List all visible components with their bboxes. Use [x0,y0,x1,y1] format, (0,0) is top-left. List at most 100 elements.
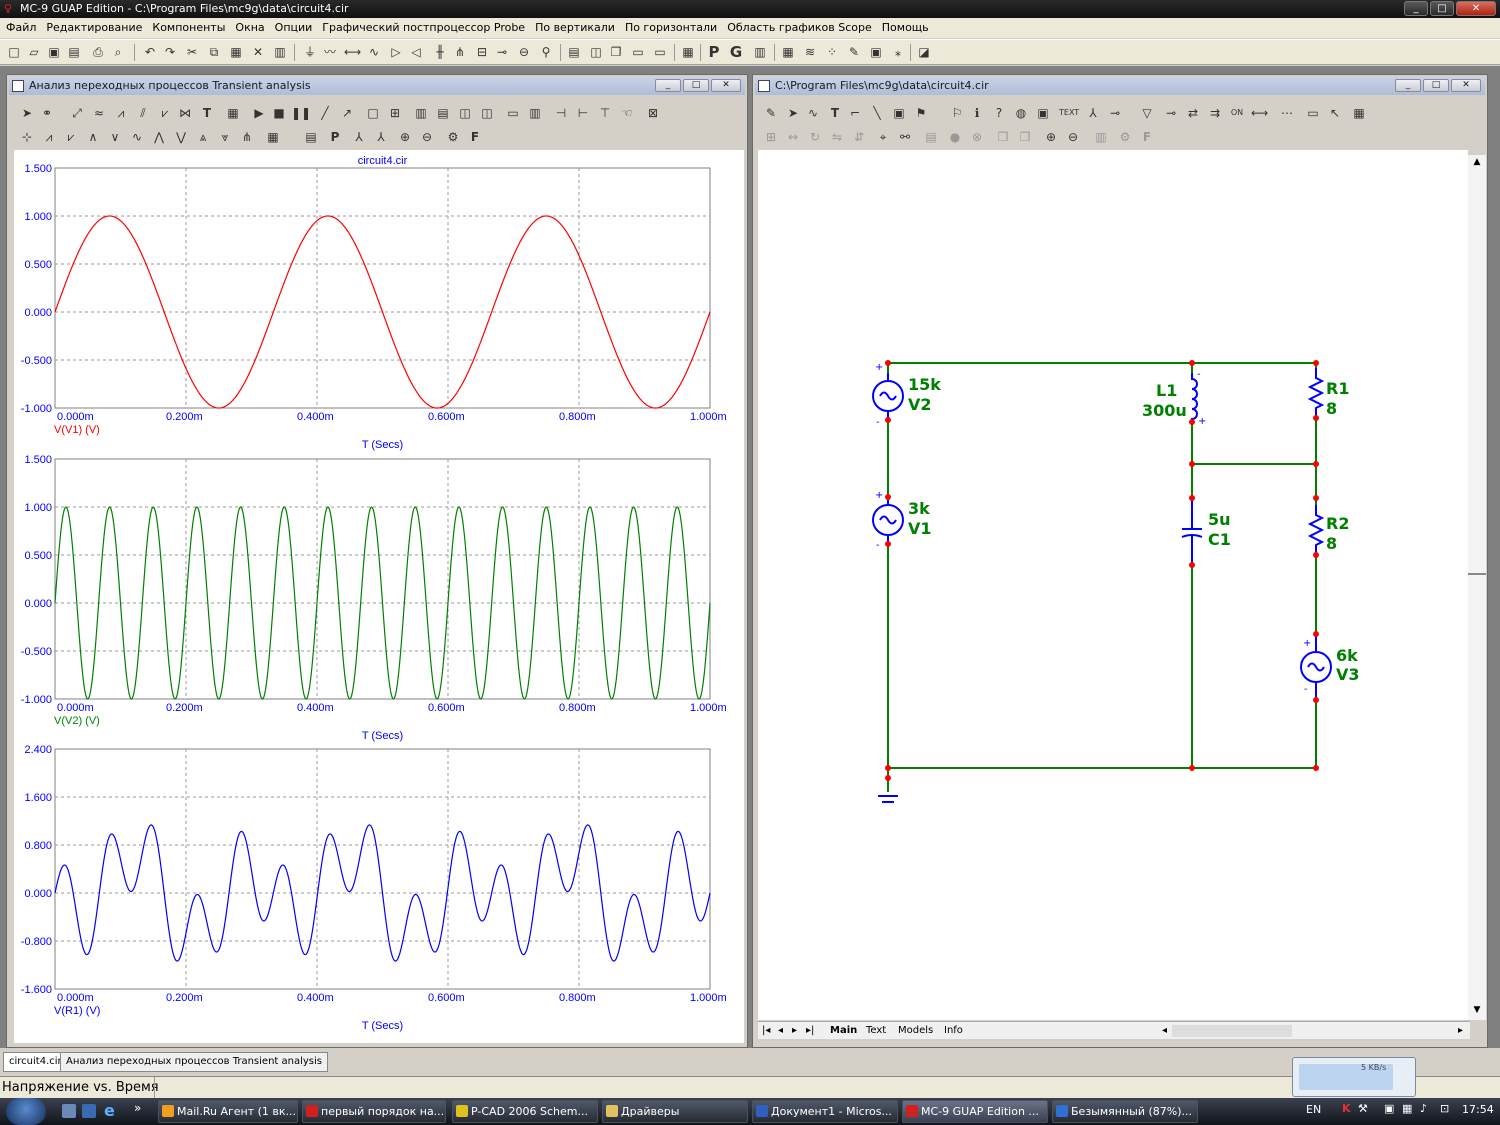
r1-resistor-symbol[interactable] [1307,368,1325,418]
global-low-icon[interactable]: ⋁ [176,130,186,144]
run-icon[interactable]: ▶ [254,106,264,120]
layout4-icon[interactable]: ◫ [481,106,493,120]
cursor-icon[interactable]: ⋈ [179,106,191,120]
move-icon[interactable]: ↔ [787,130,799,144]
window-mode-icon[interactable]: ▣ [1037,106,1049,120]
window2-icon[interactable]: ▭ [654,45,666,59]
paste2-icon[interactable]: ❐ [1019,130,1031,144]
g-icon[interactable]: G [729,43,743,61]
copy-icon[interactable]: ⧉ [209,45,219,59]
high-icon[interactable]: ∧ [88,130,98,144]
save-all-icon[interactable]: ▤ [68,45,80,59]
curve-icon[interactable]: ≈ [93,106,105,120]
l1-name-label[interactable]: L1 [1156,381,1177,400]
pen-icon[interactable]: ✎ [848,45,860,59]
binoculars-icon[interactable]: ⚯ [899,130,911,144]
menu-probe[interactable]: Графический постпроцессор Probe [322,21,526,34]
wire-mode-icon[interactable]: ∿ [807,106,819,120]
print2-icon[interactable]: ▥ [1095,130,1107,144]
probe-icon[interactable]: ⚲ [541,45,551,59]
node-icon[interactable]: ⅄ [1089,106,1097,120]
tray-tool-icon[interactable]: ⚒ [1358,1102,1368,1115]
waveform-icon[interactable]: ≋ [804,45,816,59]
cursor-mode-icon[interactable]: ⋔ [241,130,253,144]
p2-icon[interactable]: P [330,130,340,144]
tokens-icon[interactable]: ▥ [529,106,541,120]
properties2-icon[interactable]: ▦ [1353,106,1365,120]
c1-value-label[interactable]: 5u [1208,510,1231,529]
menu-components[interactable]: Компоненты [152,21,226,34]
cursor-left-icon[interactable]: ⊣ [555,106,567,120]
switch-icon[interactable]: ⊸ [496,45,508,59]
c1-plate-curved[interactable] [1181,534,1203,538]
disabled-icon[interactable]: ◪ [918,45,930,59]
label-icon[interactable]: ⅄ [355,130,363,144]
menu-horizontal[interactable]: По горизонтали [624,21,718,34]
valley2-icon[interactable]: ⩗ [67,130,75,144]
cursor-next-icon[interactable]: ⊤ [599,106,611,120]
wire-icon[interactable]: ⟷ [344,45,362,59]
schematic-minimize-button[interactable]: _ [1395,79,1421,92]
tab-info[interactable]: Info [944,1025,963,1036]
scope-icon[interactable]: ▣ [870,45,882,59]
v2-value-label[interactable]: 15k [908,375,941,394]
wire-width-icon[interactable]: ⟷ [1251,106,1269,120]
doc-tab-circuit[interactable]: circuit4.cir [3,1052,68,1072]
menu-help[interactable]: Помощь [881,21,929,34]
tab-next-icon[interactable]: ▸ [792,1025,798,1036]
graphics-icon[interactable]: ▣ [893,106,905,120]
tab-main[interactable]: Main [830,1025,858,1036]
schematic-close-button[interactable]: ✕ [1451,79,1481,92]
zoom-out2-icon[interactable]: ⊖ [1067,130,1079,144]
v1-value-label[interactable]: 3k [908,499,930,518]
schematic-maximize-button[interactable]: □ [1423,79,1449,92]
level-icon[interactable]: ⊹ [21,130,33,144]
copy2-icon[interactable]: ❐ [997,130,1009,144]
diode-icon[interactable]: ▷ [391,45,401,59]
schematic-canvas[interactable]: + - + - + - - + [758,150,1468,1020]
flip2-icon[interactable]: ⇵ [853,130,865,144]
mirror-icon[interactable]: ⇋ [831,130,843,144]
close-button[interactable]: ✕ [1456,1,1496,16]
tab-last-icon[interactable]: ▸| [806,1025,815,1036]
diode2-icon[interactable]: ◁ [411,45,421,59]
cursor-right-icon[interactable]: ⊢ [577,106,589,120]
minimize-button[interactable]: _ [1404,1,1428,16]
show-values-icon[interactable]: ⊸ [1165,106,1177,120]
task-paint[interactable]: Безымянный (87%)... [1052,1100,1198,1123]
slope-icon[interactable]: ⫽ [140,106,146,120]
resistor-icon[interactable]: 〰 [323,45,336,59]
analysis-maximize-button[interactable]: □ [683,79,709,92]
show-desktop-icon[interactable] [62,1104,76,1118]
transistor-icon[interactable]: ⋔ [454,45,466,59]
volume-icon[interactable]: ♪ [1420,1102,1428,1115]
panel-icon[interactable]: ▭ [507,106,519,120]
save-icon[interactable]: ▣ [48,45,60,59]
diagonal-icon[interactable]: ╲ [873,106,881,120]
inductor-icon[interactable]: ∿ [368,45,380,59]
peak-icon[interactable]: ⩘ [117,106,125,120]
settings-icon[interactable]: ⚙ [447,130,459,144]
v3-value-label[interactable]: 6k [1336,646,1358,665]
low-icon[interactable]: ∨ [110,130,120,144]
table-icon[interactable]: ▤ [305,130,317,144]
calculator-icon[interactable]: ▦ [682,45,694,59]
menu-vertical[interactable]: По вертикали [535,21,615,34]
analysis-close-button[interactable]: ✕ [711,79,741,92]
zoom-in2-icon[interactable]: ⊕ [1045,130,1057,144]
xy-icon[interactable]: ⁎ [895,45,901,59]
maximize-button[interactable]: □ [1430,1,1454,16]
v3-name-label[interactable]: V3 [1336,665,1360,684]
l1-inductor-symbol[interactable] [1191,373,1198,422]
r1-name-label[interactable]: R1 [1326,379,1349,398]
zoom-out-icon[interactable]: ⊖ [421,130,433,144]
pause-icon[interactable]: ❚❚ [291,106,312,120]
info-icon[interactable]: ℹ [974,106,980,120]
tab-first-icon[interactable]: |◂ [762,1025,771,1036]
schematic-vertical-scrollbar[interactable]: ▲ ▼ [1468,155,1486,1020]
r1-value-label[interactable]: 8 [1326,399,1337,418]
menu-scope[interactable]: Область графиков Scope [727,21,872,34]
scroll-up-icon[interactable]: ▲ [1473,157,1481,167]
new-file-icon[interactable]: □ [8,45,20,59]
